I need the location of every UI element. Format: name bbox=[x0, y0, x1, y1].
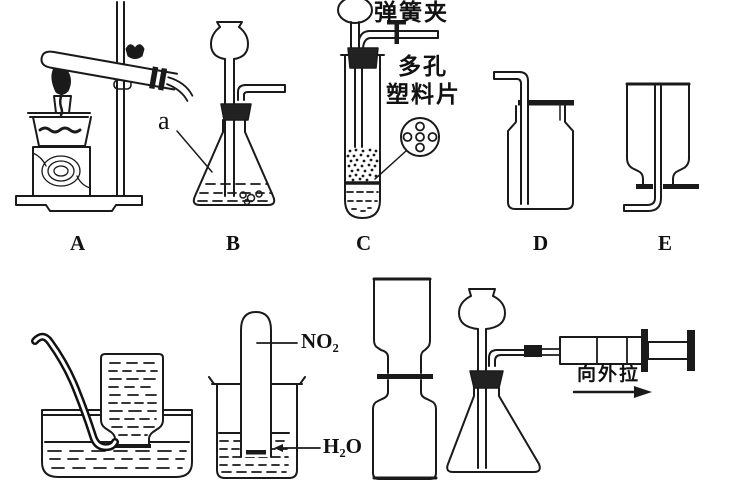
beaker bbox=[216, 383, 298, 479]
wood-grain bbox=[32, 152, 91, 189]
apparatus-label-a: A bbox=[70, 231, 86, 255]
plunger-end-cap bbox=[687, 330, 695, 371]
bottle-mouth-rim bbox=[114, 444, 151, 448]
porous-sheet-label-line1: 多孔 bbox=[398, 53, 448, 79]
apparatus-label-d: D bbox=[533, 231, 549, 255]
funnel-stem bbox=[477, 328, 487, 469]
rubber-stopper bbox=[469, 370, 504, 389]
pull-arrowhead bbox=[634, 386, 652, 398]
apparatus-a-heated-test-tube bbox=[15, 1, 194, 212]
bottle-mouth bbox=[520, 105, 561, 121]
conical-flask bbox=[192, 119, 276, 206]
inner-stem bbox=[354, 67, 363, 148]
flask-liquid bbox=[197, 183, 273, 202]
solid-granules bbox=[239, 190, 263, 206]
apparatus-b-flask-generator bbox=[176, 21, 286, 206]
funnel-bulb bbox=[337, 0, 373, 24]
funnel-bulb bbox=[210, 26, 249, 60]
apparatus-label-e: E bbox=[658, 231, 673, 255]
funnel-stem-top bbox=[350, 21, 360, 49]
glass-plate bbox=[377, 374, 433, 379]
h2o-arrowhead bbox=[274, 444, 283, 452]
apparatus-c-tube-with-porous-sheet bbox=[337, 0, 440, 219]
apparatus-label-b: B bbox=[226, 231, 241, 255]
tilted-test-tube bbox=[40, 50, 194, 102]
barrel-flange bbox=[641, 329, 648, 372]
syringe-barrel bbox=[559, 336, 644, 365]
rubber-stopper bbox=[220, 103, 252, 121]
side-tube bbox=[488, 349, 528, 367]
inverted-collection-bottle bbox=[100, 353, 164, 446]
apparatus-d-gas-bottle bbox=[493, 71, 574, 210]
connecting-tube bbox=[541, 348, 561, 356]
glass-plate bbox=[663, 184, 699, 189]
funnel-stem bbox=[224, 58, 235, 197]
upper-bottle bbox=[373, 278, 431, 374]
funnel-mouth bbox=[216, 21, 243, 28]
sheet-holes bbox=[402, 121, 438, 153]
spring-clamp-icon bbox=[387, 20, 406, 25]
lower-bottle bbox=[372, 379, 437, 480]
plunger-rod bbox=[647, 341, 690, 360]
wick-holder bbox=[53, 95, 72, 114]
tube-water-level bbox=[246, 450, 266, 455]
point-a-label: a bbox=[158, 106, 170, 135]
lamp-alcohol bbox=[38, 126, 82, 134]
apparatus-e-inverted-bottle bbox=[623, 82, 699, 212]
porous-sheet-label-line2: 塑料片 bbox=[386, 81, 461, 107]
apparatus-i-flask-syringe bbox=[446, 288, 695, 473]
clamp-bolt bbox=[125, 44, 145, 59]
bottle-water bbox=[108, 362, 158, 436]
point-a-leader bbox=[176, 130, 213, 173]
apparatus-h-stacked-bottles bbox=[372, 277, 438, 480]
conical-flask bbox=[446, 387, 541, 473]
apparatus-g-no2-tube-beaker bbox=[208, 311, 321, 479]
bottle-sides bbox=[626, 83, 690, 186]
gas-bottle bbox=[507, 105, 574, 210]
apparatus-label-c: C bbox=[356, 231, 372, 255]
rubber-stopper bbox=[347, 47, 379, 69]
stopper-bar bbox=[157, 67, 168, 91]
magnifier-leader bbox=[374, 150, 407, 180]
stand-rod bbox=[116, 1, 125, 197]
granular-solid bbox=[346, 148, 379, 182]
no2-label: NO₂ bbox=[301, 329, 339, 353]
l-shaped-tube bbox=[623, 85, 662, 212]
test-tube-body bbox=[344, 54, 381, 219]
spring-clamp-icon bbox=[394, 24, 399, 44]
inverted-gas-tube bbox=[240, 311, 272, 458]
h2o-label: H₂O bbox=[323, 434, 362, 458]
rubber-connector bbox=[524, 345, 542, 357]
stand-base bbox=[15, 195, 143, 212]
magnifier-circle bbox=[400, 117, 440, 157]
tube-liquid bbox=[346, 191, 379, 212]
spring-clamp-label: 弹簧夹 bbox=[374, 0, 449, 25]
delivery-tube bbox=[493, 71, 529, 205]
outlet-tube bbox=[358, 30, 439, 49]
pull-outward-label: 向外拉 bbox=[577, 364, 641, 385]
stopper-bar bbox=[149, 66, 159, 90]
plunger-seal-lines bbox=[596, 336, 628, 365]
delivery-leads bbox=[166, 76, 194, 102]
trough-water bbox=[47, 450, 187, 469]
funnel-bulb bbox=[458, 295, 506, 330]
funnel-mouth bbox=[468, 288, 496, 297]
glass-plate bbox=[518, 100, 574, 106]
delivery-tube-core bbox=[33, 335, 117, 449]
glass-plate bbox=[636, 184, 653, 189]
apparatus-f-water-trough bbox=[31, 332, 193, 478]
wick bbox=[58, 91, 64, 117]
side-tube bbox=[237, 84, 286, 101]
